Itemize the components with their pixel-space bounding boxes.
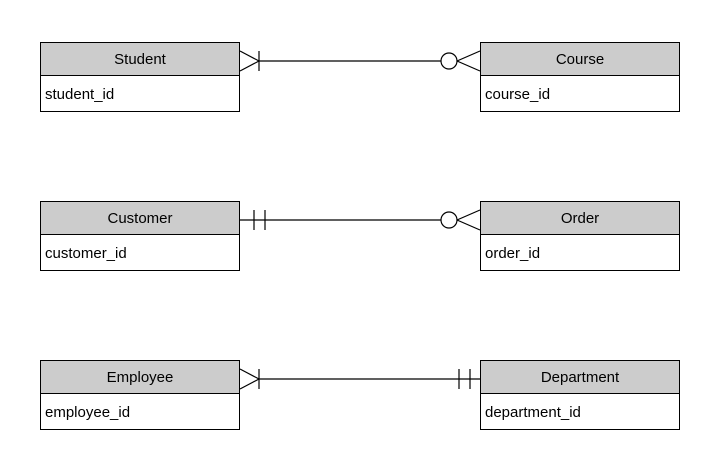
relationship-employee-department[interactable] bbox=[239, 368, 480, 390]
entity-department[interactable]: Department department_id bbox=[480, 360, 680, 430]
entity-customer-body: customer_id bbox=[41, 235, 239, 271]
cardinality-zero-or-many-icon bbox=[440, 209, 481, 231]
entity-student[interactable]: Student student_id bbox=[40, 42, 240, 112]
attribute-row: student_id bbox=[45, 85, 115, 103]
entity-student-header: Student bbox=[41, 43, 239, 76]
entity-name: Employee bbox=[106, 368, 174, 386]
entity-course-body: course_id bbox=[481, 76, 679, 112]
entity-order-header: Order bbox=[481, 202, 679, 235]
entity-employee[interactable]: Employee employee_id bbox=[40, 360, 240, 430]
entity-customer-header: Customer bbox=[41, 202, 239, 235]
entity-course-header: Course bbox=[481, 43, 679, 76]
entity-name: Course bbox=[555, 50, 605, 68]
entity-employee-body: employee_id bbox=[41, 394, 239, 430]
relationship-student-course[interactable] bbox=[239, 50, 481, 72]
entity-course[interactable]: Course course_id bbox=[480, 42, 680, 112]
entity-department-header: Department bbox=[481, 361, 679, 394]
cardinality-one-or-many-icon bbox=[239, 50, 260, 72]
entity-name: Customer bbox=[107, 209, 173, 227]
cardinality-exactly-one-icon bbox=[458, 369, 471, 389]
entity-order-body: order_id bbox=[481, 235, 679, 271]
entity-name: Order bbox=[560, 209, 600, 227]
cardinality-exactly-one-icon bbox=[253, 210, 266, 230]
entity-customer[interactable]: Customer customer_id bbox=[40, 201, 240, 271]
entity-department-body: department_id bbox=[481, 394, 679, 430]
entity-name: Department bbox=[540, 368, 620, 386]
attribute-row: customer_id bbox=[45, 244, 127, 262]
entity-student-body: student_id bbox=[41, 76, 239, 112]
relationship-customer-order[interactable] bbox=[240, 209, 481, 231]
cardinality-zero-or-many-icon bbox=[440, 50, 481, 72]
attribute-row: course_id bbox=[485, 85, 551, 103]
entity-employee-header: Employee bbox=[41, 361, 239, 394]
attribute-row: employee_id bbox=[45, 403, 131, 421]
entity-name: Student bbox=[114, 50, 166, 68]
attribute-row: department_id bbox=[485, 403, 581, 421]
cardinality-one-or-many-icon bbox=[239, 368, 260, 390]
attribute-row: order_id bbox=[485, 244, 541, 262]
entity-order[interactable]: Order order_id bbox=[480, 201, 680, 271]
